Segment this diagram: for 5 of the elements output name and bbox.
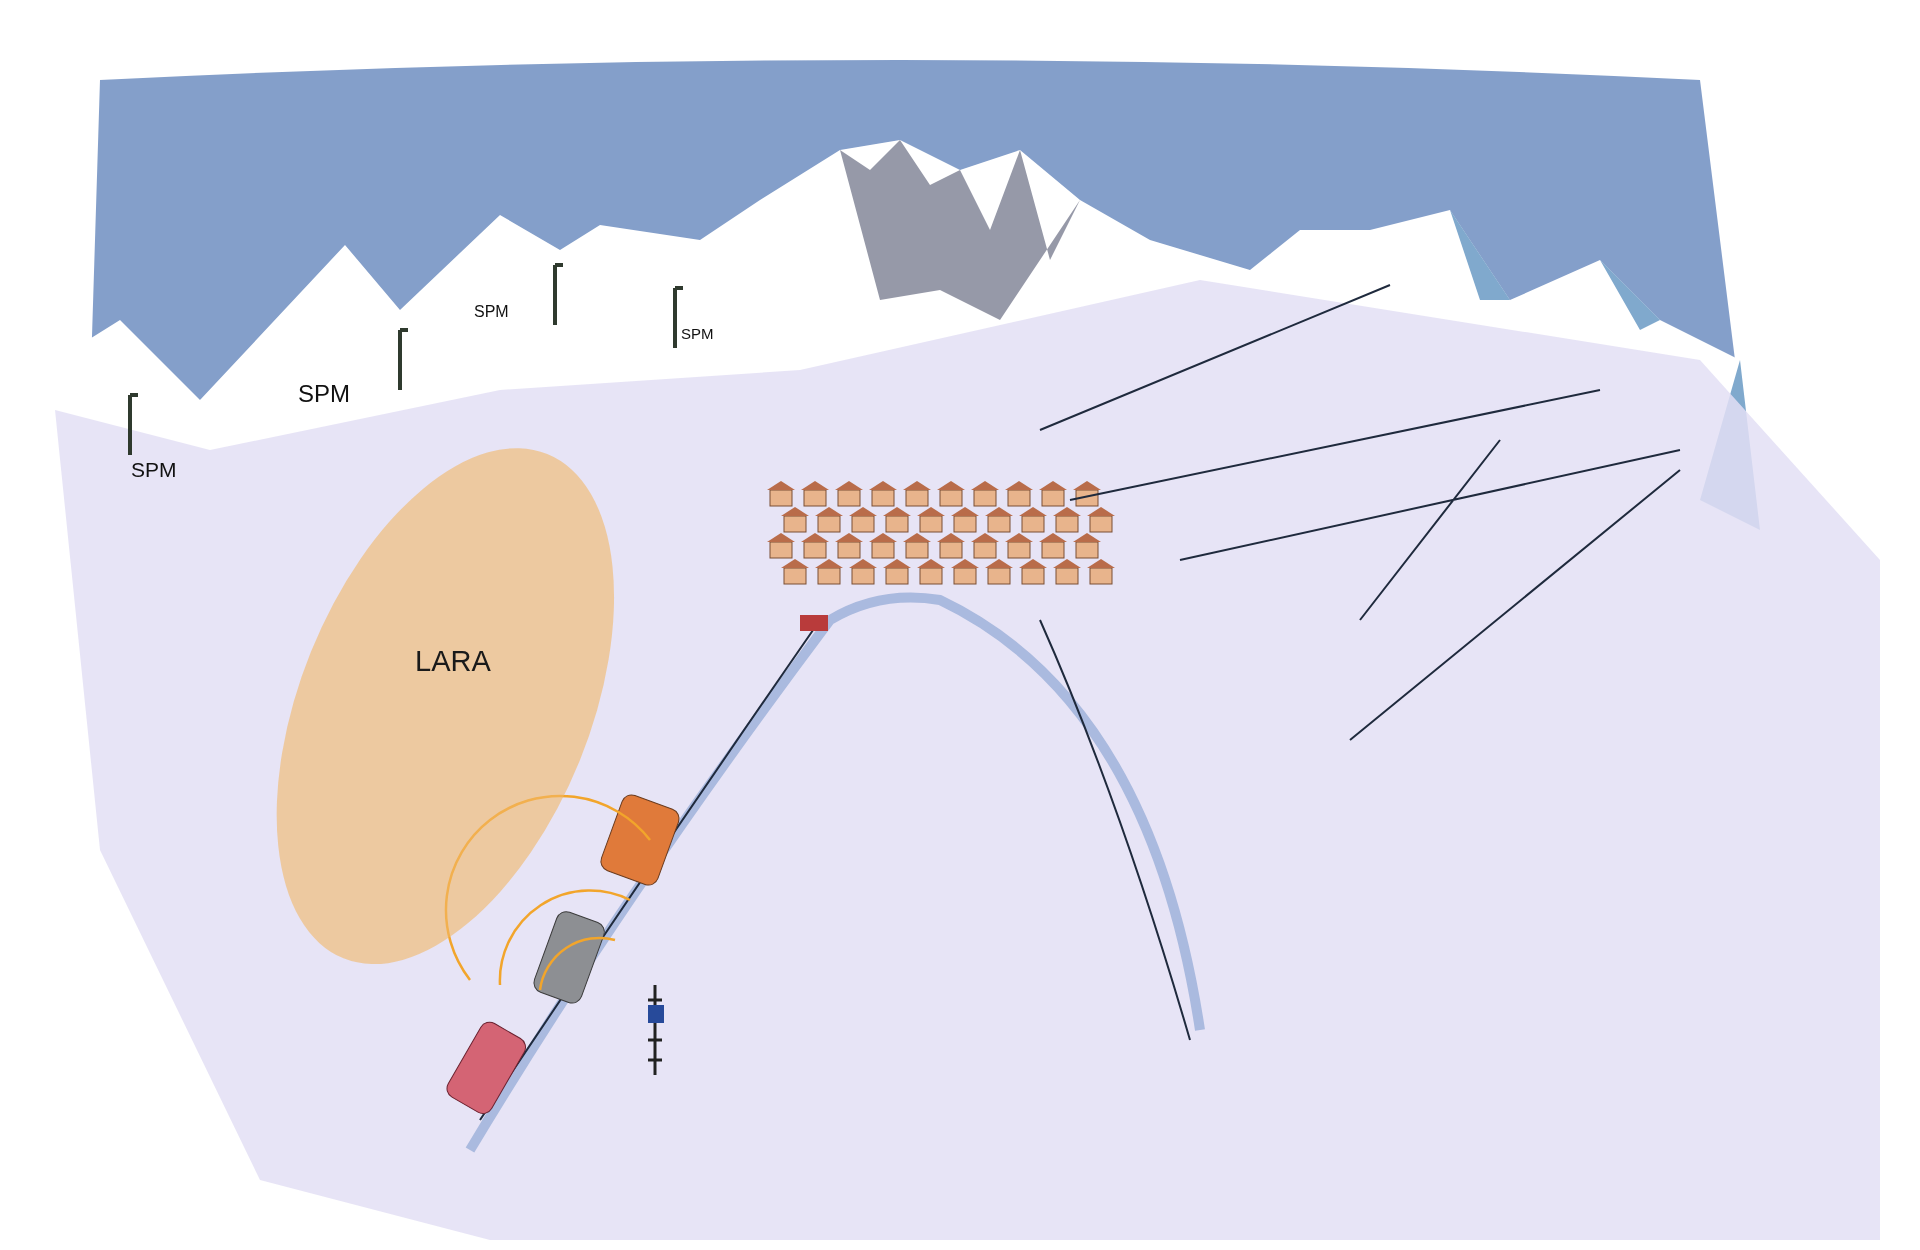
station-label: SPM (298, 379, 350, 409)
station-label: SPM (474, 302, 509, 322)
station-label: SPM (681, 324, 714, 344)
station-label: SPM (131, 457, 177, 483)
zone-label: LARA (415, 644, 491, 679)
